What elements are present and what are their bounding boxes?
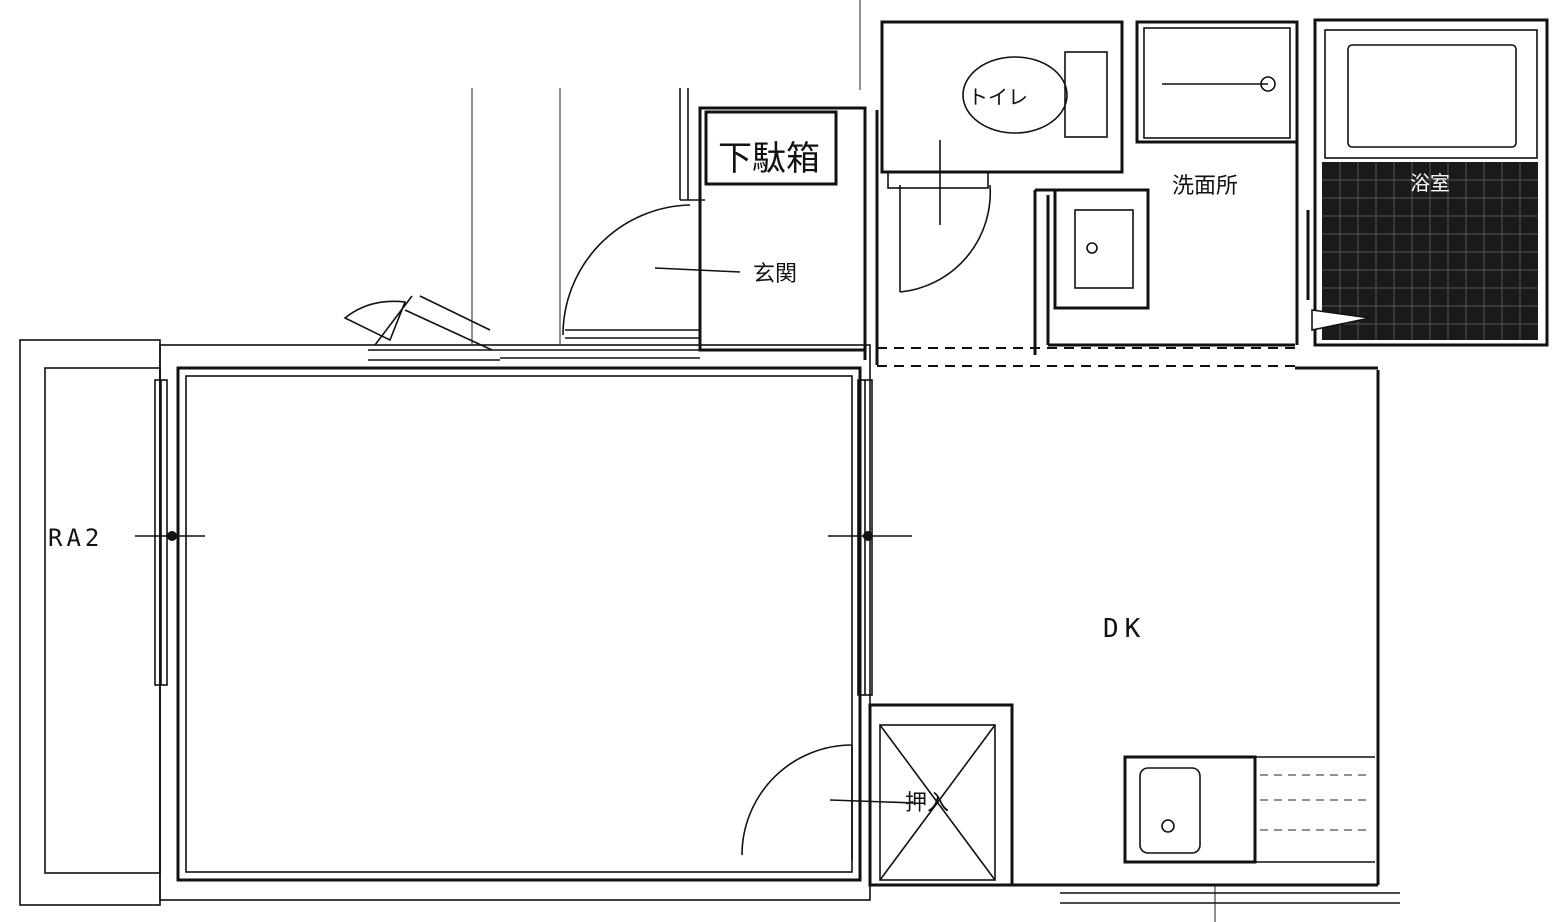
bath-door [1311,309,1371,331]
top-window [343,295,500,361]
balcony-window [135,379,205,686]
toilet-door-swing [899,184,992,293]
room-door-swing [741,744,853,856]
washroom-label: 洗面所 [1172,174,1238,199]
toilet-label: トイレ [968,85,1028,109]
window-tag-label: RA2 [48,524,103,552]
washroom [1033,20,1299,355]
toilet-room [880,20,1124,293]
dk-label: DK [1103,614,1146,644]
partition-doors [828,379,912,696]
balcony [19,339,161,906]
entry-arrow [654,267,741,273]
main-room [159,344,871,901]
toilet-bowl [962,56,1068,134]
toilet-tank [1064,51,1108,138]
shoe-box-label: 下駄箱 [718,139,820,179]
bathtub [1324,29,1538,159]
closet-arrow [829,799,916,804]
closet-label: 押入 [905,791,949,816]
wash-basin [1053,188,1150,310]
washer-drain [1260,76,1276,92]
dining-kitchen [870,366,1400,922]
closet [741,703,1014,887]
kitchen-sink [1123,755,1257,864]
bathroom [1306,18,1549,347]
entrance [562,106,867,352]
entrance-door-swing [562,204,691,336]
bathroom-label: 浴室 [1410,171,1450,195]
exterior-corridor [471,0,861,345]
entrance-label: 玄関 [753,262,797,287]
